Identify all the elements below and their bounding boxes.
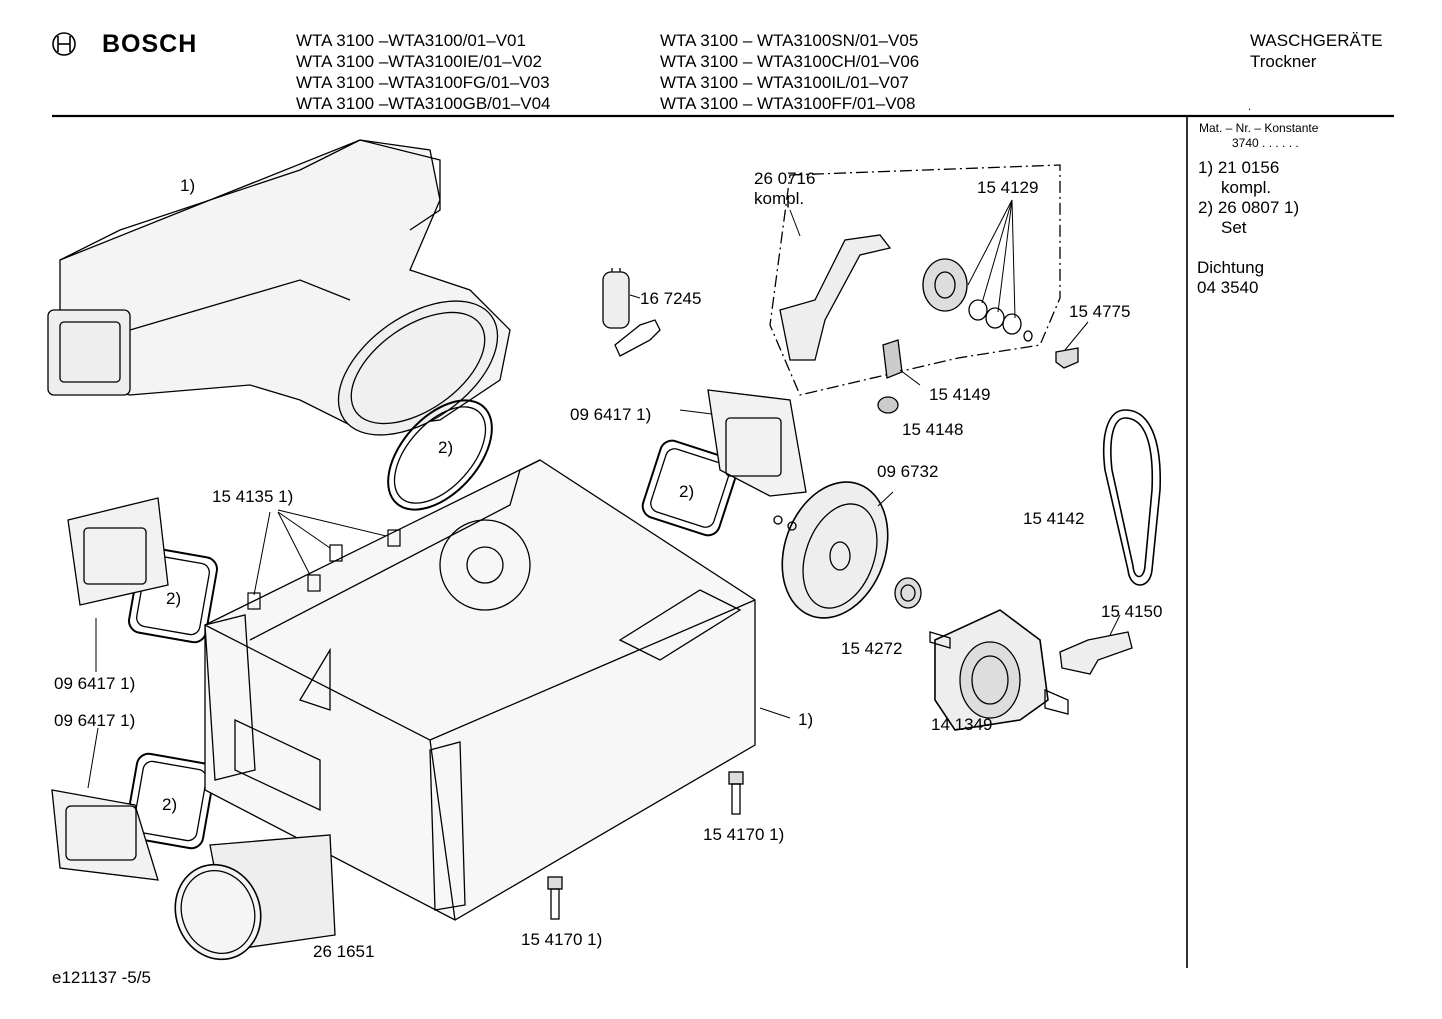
base-frame-drawing (204, 459, 756, 921)
seal-number: 04 3540 (1197, 278, 1259, 297)
part-number: 09 6417 1) (54, 711, 136, 730)
part-label: 2) (438, 438, 454, 457)
mat-number-value: 3740 . . . . . . (1232, 136, 1299, 150)
leader-lines-misc (87, 618, 791, 789)
capacitor-drawing (602, 268, 661, 357)
part-number: 15 4272 (841, 639, 903, 658)
part-number: 26 0716 (754, 169, 816, 188)
seal-small-bottom (125, 752, 215, 850)
part-number: 15 4170 1) (521, 930, 603, 949)
model-line-1: WTA 3100 –WTA3100/01–V01 (296, 31, 526, 50)
header-dot: . (1248, 101, 1252, 113)
mount-bracket-drawing (1059, 614, 1133, 675)
model-line-2: WTA 3100 –WTA3100IE/01–V02 (296, 52, 543, 71)
part-number: 16 7245 (640, 289, 702, 308)
seal-small-right (641, 439, 739, 537)
note-2: 2) 26 0807 1) (1198, 198, 1300, 217)
note-2-set: Set (1221, 218, 1247, 237)
model-line-7: WTA 3100 – WTA3100IL/01–V07 (660, 73, 909, 92)
mat-number-label: Mat. – Nr. – Konstante (1199, 121, 1319, 135)
leader-lines-bracket (629, 199, 1089, 415)
category-subtitle: Trockner (1250, 52, 1317, 71)
model-line-6: WTA 3100 – WTA3100CH/01–V06 (660, 52, 920, 71)
drawing-code: e121137 -5/5 (52, 968, 151, 987)
part-label: 1) (798, 710, 814, 729)
part-number: 09 6417 1) (54, 674, 136, 693)
fan-wheel-drawing (773, 481, 922, 619)
seal-label: Dichtung (1197, 258, 1265, 277)
flange-bottom-left (51, 789, 159, 881)
screw-bottom (547, 876, 563, 920)
part-number: 15 4129 (977, 178, 1039, 197)
part-number: 15 4149 (929, 385, 991, 404)
part-number: 15 4775 (1069, 302, 1131, 321)
part-number: 15 4150 (1101, 602, 1163, 621)
model-line-5: WTA 3100 – WTA3100SN/01–V05 (660, 31, 919, 50)
brand-name: BOSCH (102, 30, 198, 58)
air-duct-drawing (47, 139, 511, 436)
part-number: 15 4148 (902, 420, 964, 439)
part-number: 09 6732 (877, 462, 939, 481)
door-seal-large (387, 399, 493, 511)
screw-right (728, 771, 744, 815)
model-line-8: WTA 3100 – WTA3100FF/01–V08 (660, 94, 916, 113)
part-number: 26 1651 (313, 942, 375, 961)
part-number: 15 4135 1) (212, 487, 294, 506)
part-number: kompl. (754, 189, 805, 208)
part-number: 09 6417 1) (570, 405, 652, 424)
part-number: 15 4142 (1023, 509, 1085, 528)
part-number: 15 4170 1) (703, 825, 785, 844)
note-1-kompl: kompl. (1221, 178, 1272, 197)
category-title: WASCHGERÄTE (1250, 31, 1383, 50)
part-number: 14 1349 (931, 715, 993, 734)
part-label: 2) (166, 589, 182, 608)
note-1: 1) 21 0156 (1198, 158, 1280, 177)
flange-upper-right (707, 389, 807, 497)
bosch-logo-icon (52, 32, 76, 56)
bracket-assembly (769, 164, 1079, 414)
model-line-3: WTA 3100 –WTA3100FG/01–V03 (296, 73, 550, 92)
part-label: 2) (162, 795, 178, 814)
leader-lines-clips (253, 509, 387, 596)
part-label: 2) (679, 482, 695, 501)
drive-belt-drawing (1102, 409, 1161, 586)
part-label: 1) (180, 176, 196, 195)
adapter-pipe-drawing (174, 834, 336, 961)
flange-left (67, 497, 169, 606)
model-line-4: WTA 3100 –WTA3100GB/01–V04 (296, 94, 551, 113)
motor-drawing (929, 609, 1069, 731)
